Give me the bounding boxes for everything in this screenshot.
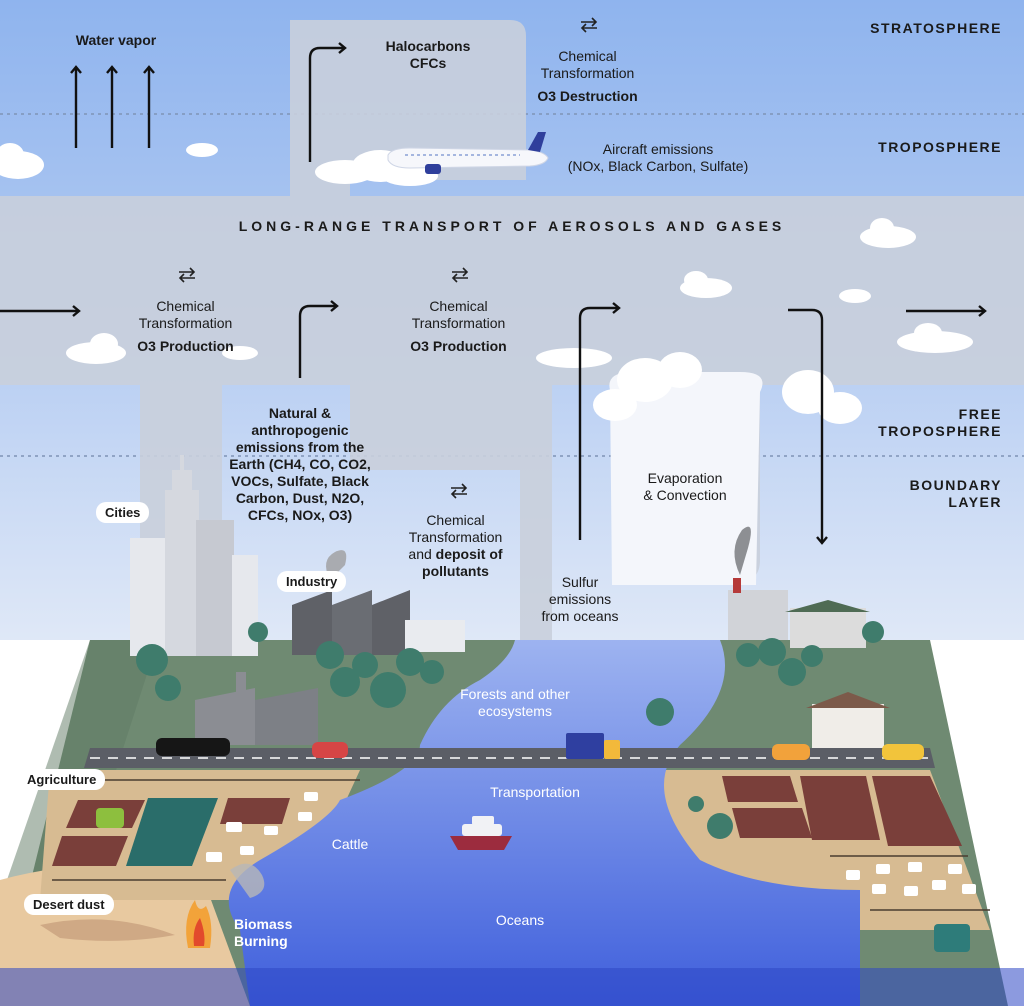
evaporation-convection-label: Evaporation & Convection [643, 470, 727, 503]
layer-boundary: BOUNDARY LAYER [909, 477, 1002, 510]
cycle-icon [580, 17, 598, 33]
chemical-transformation-middle: Chemical Transformation O3 Production [410, 298, 507, 354]
natural-emissions-label: Natural & anthropogenic emissions from t… [229, 405, 371, 523]
forests-label: Forests and other ecosystems [460, 686, 570, 719]
desert-dust-tag: Desert dust [24, 894, 114, 915]
convection-column [609, 371, 763, 585]
factory-near-road [195, 672, 890, 748]
sulfur-emissions-label: Sulfur emissions from oceans [541, 574, 619, 624]
fences [52, 779, 990, 911]
ship [450, 816, 512, 850]
flow-arrows [0, 42, 987, 545]
cattle [206, 792, 976, 896]
crop-fields [52, 776, 962, 866]
cycle-icon [178, 267, 196, 283]
layer-free-troposphere: FREE TROPOSPHERE [878, 406, 1002, 439]
trees [136, 621, 884, 839]
city-buildings [130, 455, 258, 656]
cycle-icon [451, 267, 469, 283]
transportation-label: Transportation [490, 784, 580, 800]
airplane [387, 132, 549, 174]
biomass-fire [186, 863, 265, 948]
aircraft-emissions-label: Aircraft emissions (NOx, Black Carbon, S… [567, 141, 749, 174]
agriculture-tag: Agriculture [18, 769, 106, 790]
transport-banner: LONG-RANGE TRANSPORT OF AEROSOLS AND GAS… [238, 218, 786, 234]
cities-tag: Cities [96, 502, 150, 523]
industry-buildings [292, 526, 870, 655]
deposit-of-pollutants-label: Chemical Transformation and deposit of p… [408, 512, 503, 579]
transport-channel [0, 20, 1024, 640]
chemical-transformation-left: Chemical Transformation O3 Production [137, 298, 234, 354]
biomass-burning-label: Biomass Burning [234, 916, 293, 949]
cattle-label: Cattle [331, 836, 369, 852]
river-ocean [228, 640, 860, 1006]
cycle-icon [450, 483, 468, 499]
vehicles [96, 733, 970, 952]
oceans-label: Oceans [495, 912, 545, 928]
industry-tag: Industry [277, 571, 347, 592]
layer-troposphere: TROPOSPHERE [878, 139, 1002, 155]
halocarbons-label: Halocarbons CFCs [385, 38, 471, 71]
water-vapor-label: Water vapor [75, 32, 157, 48]
chemical-transformation-top: Chemical Transformation O3 Destruction [537, 48, 638, 104]
layer-stratosphere: STRATOSPHERE [870, 20, 1002, 36]
